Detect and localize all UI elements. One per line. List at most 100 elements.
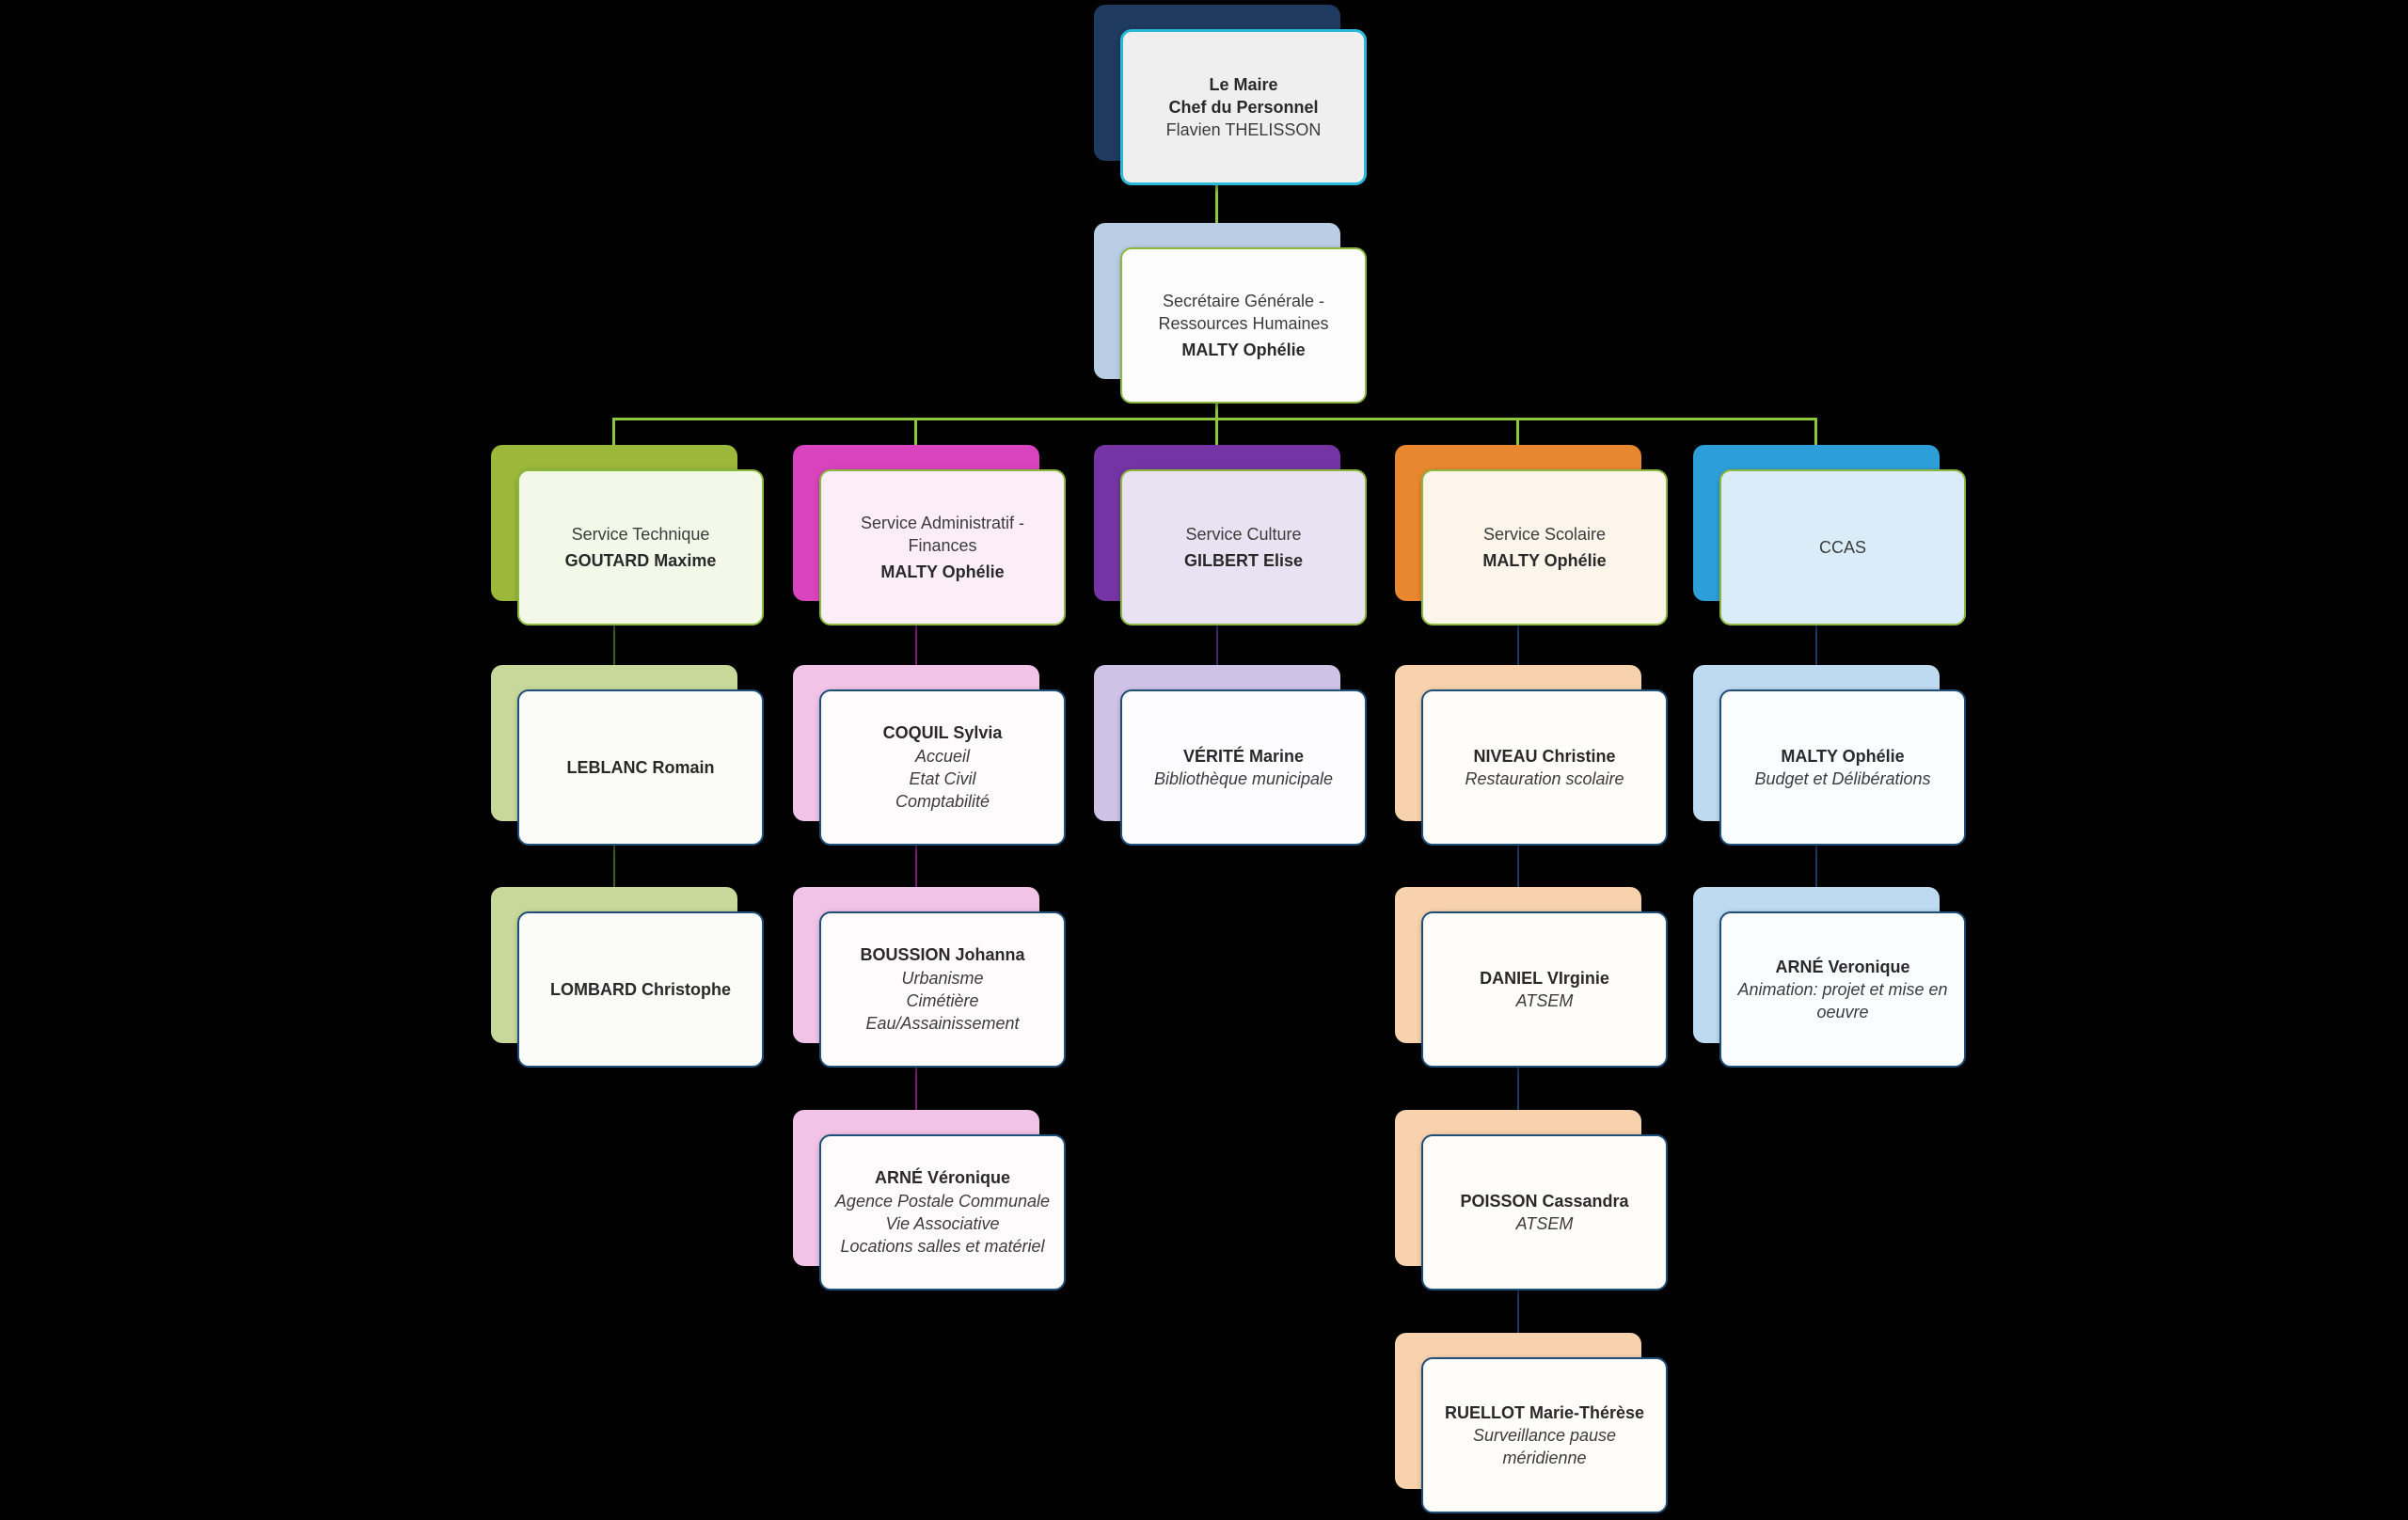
connector-admin-1: [915, 619, 917, 673]
node-card: Service Culture GILBERT Elise: [1120, 469, 1367, 625]
connector-admin-2: [915, 839, 917, 895]
connector-admin-3: [915, 1061, 917, 1119]
node-daniel-virginie: DANIEL VIrginie ATSEM: [1395, 887, 1668, 1068]
person-duty: Animation: projet et mise en oeuvre: [1737, 979, 1948, 1022]
node-arne-veronique-ccas: ARNÉ Veronique Animation: projet et mise…: [1693, 887, 1966, 1068]
node-card: VÉRITÉ Marine Bibliothèque municipale: [1120, 689, 1367, 846]
person-duty: Vie Associative: [885, 1214, 1000, 1233]
node-card: ARNÉ Véronique Agence Postale Communale …: [819, 1134, 1066, 1290]
node-card: BOUSSION Johanna Urbanisme Cimétière Eau…: [819, 911, 1066, 1068]
node-card: COQUIL Sylvia Accueil Etat Civil Comptab…: [819, 689, 1066, 846]
node-ruellot-marie-therese: RUELLOT Marie-Thérèse Surveillance pause…: [1395, 1333, 1668, 1513]
person-name: POISSON Cassandra: [1460, 1191, 1629, 1211]
node-card: MALTY Ophélie Budget et Délibérations: [1719, 689, 1966, 846]
node-card: RUELLOT Marie-Thérèse Surveillance pause…: [1421, 1357, 1668, 1513]
person-name: COQUIL Sylvia: [882, 723, 1003, 743]
node-service-scolaire: Service Scolaire MALTY Ophélie: [1395, 445, 1668, 625]
node-service-technique: Service Technique GOUTARD Maxime: [491, 445, 764, 625]
person-duty: Comptabilité: [895, 792, 990, 812]
person-duty: Locations salles et matériel: [840, 1237, 1045, 1257]
service-role: Service Scolaire: [1482, 524, 1607, 544]
connector-drop-technique: [612, 418, 615, 453]
connector-culture-1: [1216, 619, 1218, 673]
connector-sg-drop: [1215, 402, 1218, 420]
node-card: Service Administratif - Finances MALTY O…: [819, 469, 1066, 625]
service-role: CCAS: [1818, 537, 1866, 557]
node-secretaire-generale: Secrétaire Générale - Ressources Humaine…: [1094, 223, 1367, 404]
node-le-maire: Le Maire Chef du Personnel Flavien THELI…: [1094, 5, 1367, 185]
service-role: Service Administratif - Finances: [860, 513, 1025, 555]
node-title: Le Maire: [1209, 74, 1278, 94]
person-duty: Eau/Assainissement: [865, 1014, 1020, 1034]
person-name: LOMBARD Christophe: [550, 979, 731, 999]
service-role: Service Culture: [1185, 524, 1302, 544]
node-arne-veronique-administratif: ARNÉ Véronique Agence Postale Communale …: [793, 1110, 1066, 1290]
node-card: LOMBARD Christophe: [517, 911, 764, 1068]
connector-maire-sg: [1215, 182, 1218, 230]
node-leblanc-romain: LEBLANC Romain: [491, 665, 764, 846]
connector-ccas-2: [1815, 839, 1817, 895]
person-duty: Accueil: [914, 746, 971, 766]
node-boussion-johanna: BOUSSION Johanna Urbanisme Cimétière Eau…: [793, 887, 1066, 1068]
connector-scolaire-1: [1517, 619, 1519, 673]
person-name: VÉRITÉ Marine: [1182, 746, 1305, 766]
person-duty: ATSEM: [1515, 1214, 1574, 1233]
person-duty: Etat Civil: [909, 769, 976, 788]
person-name: RUELLOT Marie-Thérèse: [1444, 1402, 1645, 1422]
connector-scolaire-3: [1517, 1061, 1519, 1119]
node-card: POISSON Cassandra ATSEM: [1421, 1134, 1668, 1290]
person-name: GOUTARD Maxime: [564, 551, 717, 570]
node-card: Service Scolaire MALTY Ophélie: [1421, 469, 1668, 625]
connector-ccas-1: [1815, 619, 1817, 673]
node-verite-marine: VÉRITÉ Marine Bibliothèque municipale: [1094, 665, 1367, 846]
person-name: MALTY Ophélie: [1181, 340, 1306, 360]
person-name: MALTY Ophélie: [1482, 551, 1607, 570]
person-name: NIVEAU Christine: [1473, 746, 1616, 766]
connector-drop-admin: [914, 418, 917, 453]
node-card: ARNÉ Veronique Animation: projet et mise…: [1719, 911, 1966, 1068]
service-role: Service Technique: [571, 524, 710, 544]
person-duty: Surveillance pause méridienne: [1472, 1425, 1617, 1468]
person-duty: ATSEM: [1515, 991, 1574, 1010]
connector-technique-2: [613, 839, 615, 895]
connector-drop-culture: [1215, 418, 1218, 453]
node-coquil-sylvia: COQUIL Sylvia Accueil Etat Civil Comptab…: [793, 665, 1066, 846]
connector-technique-1: [613, 619, 615, 673]
person-duty: Urbanisme: [901, 968, 984, 988]
node-card: NIVEAU Christine Restauration scolaire: [1421, 689, 1668, 846]
person-name: Flavien THELISSON: [1165, 120, 1322, 140]
connector-drop-scolaire: [1516, 418, 1519, 453]
person-duty: Restauration scolaire: [1465, 769, 1624, 788]
person-duty: Budget et Délibérations: [1754, 769, 1931, 788]
person-name: MALTY Ophélie: [1781, 746, 1905, 766]
node-niveau-christine: NIVEAU Christine Restauration scolaire: [1395, 665, 1668, 846]
node-card: Service Technique GOUTARD Maxime: [517, 469, 764, 625]
person-name: ARNÉ Véronique: [874, 1168, 1011, 1188]
node-malty-ophelie-ccas: MALTY Ophélie Budget et Délibérations: [1693, 665, 1966, 846]
person-name: DANIEL VIrginie: [1480, 968, 1609, 988]
person-duty: Cimétière: [906, 991, 979, 1010]
node-card: DANIEL VIrginie ATSEM: [1421, 911, 1668, 1068]
node-subtitle: Chef du Personnel: [1168, 97, 1319, 117]
service-role: Secrétaire Générale - Ressources Humaine…: [1158, 291, 1329, 333]
person-name: GILBERT Elise: [1183, 551, 1304, 570]
node-lombard-christophe: LOMBARD Christophe: [491, 887, 764, 1068]
node-service-culture: Service Culture GILBERT Elise: [1094, 445, 1367, 625]
node-card: Secrétaire Générale - Ressources Humaine…: [1120, 247, 1367, 404]
person-duty: Agence Postale Communale: [834, 1191, 1051, 1211]
person-name: BOUSSION Johanna: [860, 945, 1025, 965]
person-name: MALTY Ophélie: [880, 562, 1005, 582]
node-card: Le Maire Chef du Personnel Flavien THELI…: [1120, 29, 1367, 185]
node-poisson-cassandra: POISSON Cassandra ATSEM: [1395, 1110, 1668, 1290]
connector-drop-ccas: [1814, 418, 1817, 453]
person-name: ARNÉ Veronique: [1775, 957, 1910, 976]
node-card: CCAS: [1719, 469, 1966, 625]
person-name: LEBLANC Romain: [566, 757, 715, 777]
node-card: LEBLANC Romain: [517, 689, 764, 846]
connector-scolaire-2: [1517, 839, 1519, 895]
connector-scolaire-4: [1517, 1284, 1519, 1342]
node-ccas: CCAS: [1693, 445, 1966, 625]
person-duty: Bibliothèque municipale: [1153, 769, 1334, 788]
node-service-administratif: Service Administratif - Finances MALTY O…: [793, 445, 1066, 625]
